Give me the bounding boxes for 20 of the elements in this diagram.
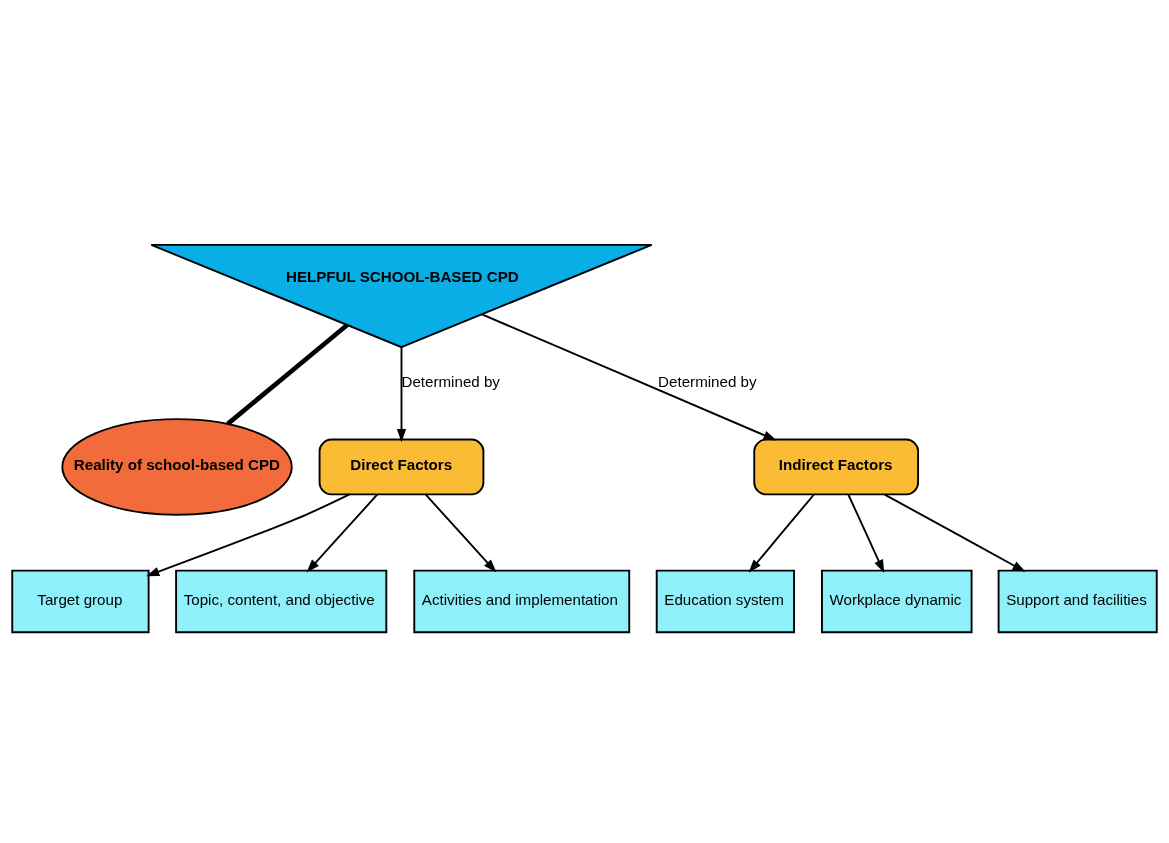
arrow bbox=[748, 493, 815, 573]
arrow bbox=[883, 493, 1026, 572]
node-ellipse: Reality of school-based CPD bbox=[61, 418, 293, 516]
arrow bbox=[424, 493, 497, 573]
node-box: Workplace dynamic bbox=[821, 569, 973, 634]
connector bbox=[226, 323, 349, 426]
node-box: Direct Factors bbox=[318, 438, 485, 496]
arrow bbox=[306, 493, 379, 573]
arrow bbox=[481, 313, 777, 441]
node-box: Support and facilities bbox=[997, 569, 1158, 634]
node-box: Education system bbox=[655, 569, 795, 634]
arrow bbox=[146, 493, 351, 577]
edge-label: Determined by bbox=[658, 372, 757, 390]
edge-label: Determined by bbox=[401, 372, 500, 390]
node-box: Indirect Factors bbox=[753, 438, 920, 496]
arrow bbox=[847, 493, 885, 574]
node-box: Topic, content, and objective bbox=[175, 569, 388, 634]
node-box: Target group bbox=[11, 569, 150, 634]
node-box: Activities and implementation bbox=[413, 569, 631, 634]
arrow bbox=[396, 346, 407, 443]
